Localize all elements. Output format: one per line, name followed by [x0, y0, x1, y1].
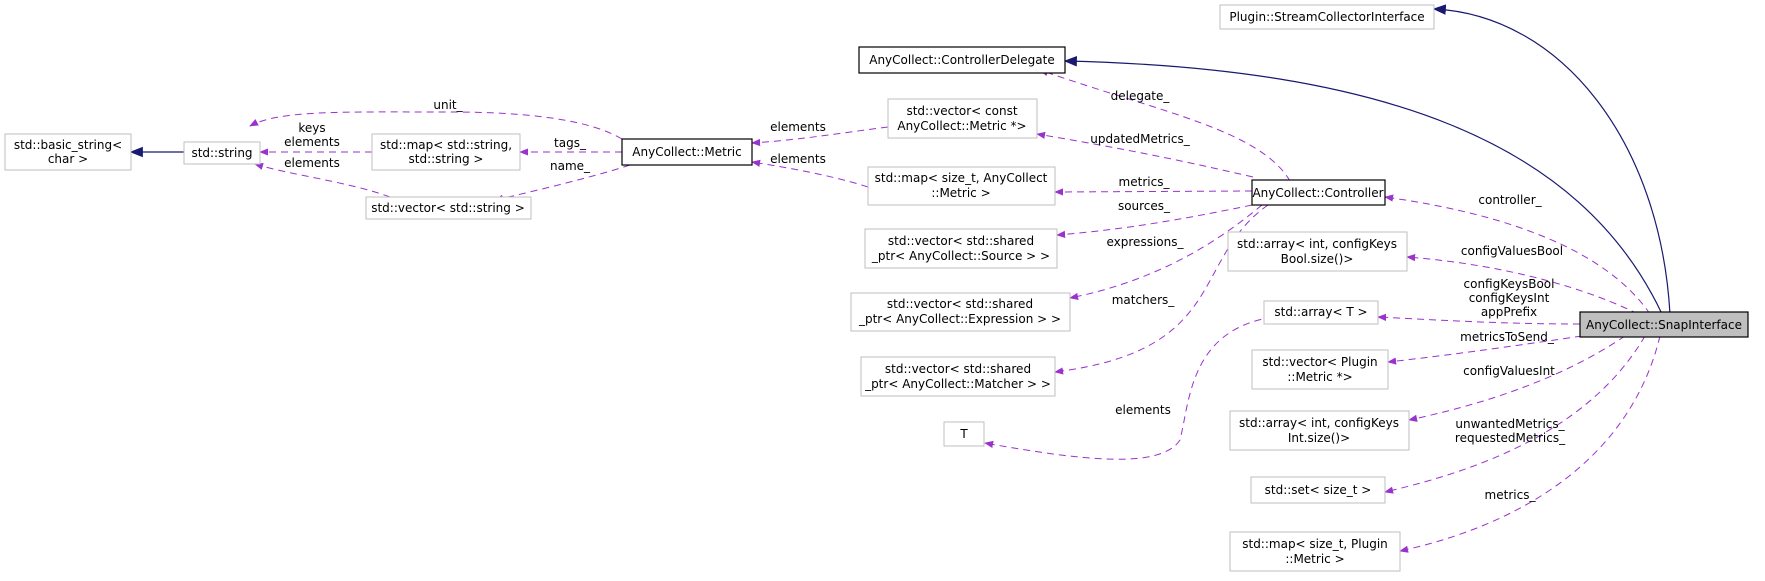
node-map-string[interactable]: std::map< std::string,std::string > [371, 133, 521, 171]
svg-text:AnyCollect::Metric: AnyCollect::Metric [632, 145, 741, 159]
edge-controller-to-msm [1054, 188, 1253, 196]
svg-text:std::string: std::string [191, 146, 252, 160]
edge-label-metrics-snap: metrics_ [1485, 488, 1537, 502]
edge-label-unwanted-requested: unwantedMetrics_requestedMetrics_ [1455, 417, 1566, 445]
nodes: std::basic_string<char > std::string std… [4, 4, 1749, 572]
edge-metric-to-vector-string [494, 164, 631, 202]
node-map-plugin-metric[interactable]: std::map< size_t, Plugin::Metric > [1229, 531, 1401, 572]
edge-label-name: name_ [550, 159, 591, 173]
edge-snap-to-controller-delegate [1063, 55, 1663, 315]
node-vector-plugin-metric[interactable]: std::vector< Plugin::Metric *> [1251, 349, 1389, 390]
node-set-size[interactable]: std::set< size_t > [1250, 476, 1386, 504]
edge-controller-to-delegate [1039, 69, 1291, 182]
edge-controller-to-matchers [1054, 204, 1269, 375]
svg-text:std::array< int, configKeysInt: std::array< int, configKeysInt.size()> [1239, 416, 1399, 445]
edge-snap-to-set-size [1384, 335, 1646, 494]
node-vector-string[interactable]: std::vector< std::string > [365, 196, 532, 220]
node-metric[interactable]: AnyCollect::Metric [621, 138, 753, 166]
edge-snap-to-array-int [1408, 335, 1626, 422]
svg-text:std::map< size_t, AnyCollect::: std::map< size_t, AnyCollect::Metric > [875, 171, 1048, 200]
svg-text:std::basic_string<char >: std::basic_string<char > [14, 138, 122, 166]
node-vector-matcher[interactable]: std::vector< std::shared_ptr< AnyCollect… [860, 356, 1056, 397]
edge-label-config-values-bool: configValuesBool [1461, 244, 1563, 258]
edge-snap-to-vector-plugin-metric [1387, 335, 1583, 365]
edge-label-delegate: delegate_ [1111, 89, 1171, 103]
edge-array-T-to-T [984, 316, 1274, 460]
svg-text:std::array< int, configKeysBoo: std::array< int, configKeysBool.size()> [1237, 237, 1397, 266]
svg-text:std::set< size_t >: std::set< size_t > [1265, 483, 1372, 497]
edge-label-matchers: matchers_ [1112, 293, 1176, 307]
svg-text:std::vector< std::shared_ptr<: std::vector< std::shared_ptr< AnyCollect… [864, 362, 1051, 391]
edge-label-controller: controller_ [1478, 193, 1542, 207]
edge-controller-to-sources [1056, 204, 1253, 238]
edge-snap-to-map-plugin-metric [1399, 335, 1661, 553]
edge-snap-to-array-bool [1406, 254, 1639, 315]
node-controller[interactable]: AnyCollect::Controller [1251, 179, 1386, 206]
svg-text:std::map< size_t, Plugin::Metr: std::map< size_t, Plugin::Metric > [1242, 537, 1388, 566]
edge-label-expressions: expressions_ [1107, 235, 1185, 249]
edge-label-elements-T: elements [1115, 403, 1171, 417]
edge-controller-to-vmp [1036, 131, 1254, 178]
edge-label-unit: unit_ [433, 98, 463, 112]
node-basic-string[interactable]: std::basic_string<char > [4, 133, 132, 171]
edge-label-updated-metrics: updatedMetrics_ [1090, 132, 1190, 146]
node-array-T[interactable]: std::array< T > [1263, 300, 1379, 325]
svg-text:std::vector< std::string >: std::vector< std::string > [371, 201, 525, 215]
node-T[interactable]: T [943, 421, 985, 447]
svg-text:Plugin::StreamCollectorInterfa: Plugin::StreamCollectorInterface [1229, 10, 1424, 24]
edge-snap-to-stream-collector [1432, 4, 1671, 315]
node-stream-collector-interface[interactable]: Plugin::StreamCollectorInterface [1219, 4, 1435, 30]
edge-msm-to-metric [751, 159, 869, 188]
edge-label-metrics-to-send: metricsToSend_ [1460, 330, 1555, 344]
edge-metric-to-string-unit [249, 111, 623, 140]
edge-controller-to-expressions [1069, 204, 1263, 300]
node-map-size-metric[interactable]: std::map< size_t, AnyCollect::Metric > [867, 166, 1056, 206]
edge-label-metrics-controller: metrics_ [1119, 175, 1171, 189]
edge-label-sources: sources_ [1118, 199, 1171, 213]
svg-text:AnyCollect::Controller: AnyCollect::Controller [1252, 186, 1383, 200]
edge-label-elements-msm: elements [770, 152, 826, 166]
node-vector-expression[interactable]: std::vector< std::shared_ptr< AnyCollect… [850, 292, 1071, 332]
svg-text:std::vector< Plugin::Metric *>: std::vector< Plugin::Metric *> [1262, 355, 1377, 384]
svg-text:std::vector< std::shared_ptr<: std::vector< std::shared_ptr< AnyCollect… [858, 297, 1061, 326]
node-snap-interface[interactable]: AnyCollect::SnapInterface [1579, 311, 1749, 338]
svg-text:AnyCollect::SnapInterface: AnyCollect::SnapInterface [1586, 318, 1742, 332]
edge-vmp-to-metric [751, 126, 889, 147]
node-controller-delegate[interactable]: AnyCollect::ControllerDelegate [858, 46, 1066, 74]
svg-text:std::array< T >: std::array< T > [1274, 305, 1367, 319]
svg-text:T: T [959, 427, 968, 441]
edge-label-config-values-int: configValuesInt [1463, 364, 1555, 378]
edge-label-elements-vmp: elements [770, 120, 826, 134]
svg-text:std::map< std::string,std::str: std::map< std::string,std::string > [380, 138, 512, 166]
node-vector-source[interactable]: std::vector< std::shared_ptr< AnyCollect… [864, 228, 1058, 269]
edges [129, 4, 1671, 553]
node-string[interactable]: std::string [183, 141, 261, 165]
svg-text:std::vector< std::shared_ptr<: std::vector< std::shared_ptr< AnyCollect… [871, 234, 1050, 263]
edge-snap-to-array-T [1377, 313, 1581, 325]
edge-label-tags: tags_ [554, 136, 587, 150]
edge-label-elements-vector-string: elements [284, 156, 340, 170]
edge-vector-string-to-string [254, 162, 391, 198]
svg-text:AnyCollect::ControllerDelegate: AnyCollect::ControllerDelegate [869, 53, 1055, 67]
